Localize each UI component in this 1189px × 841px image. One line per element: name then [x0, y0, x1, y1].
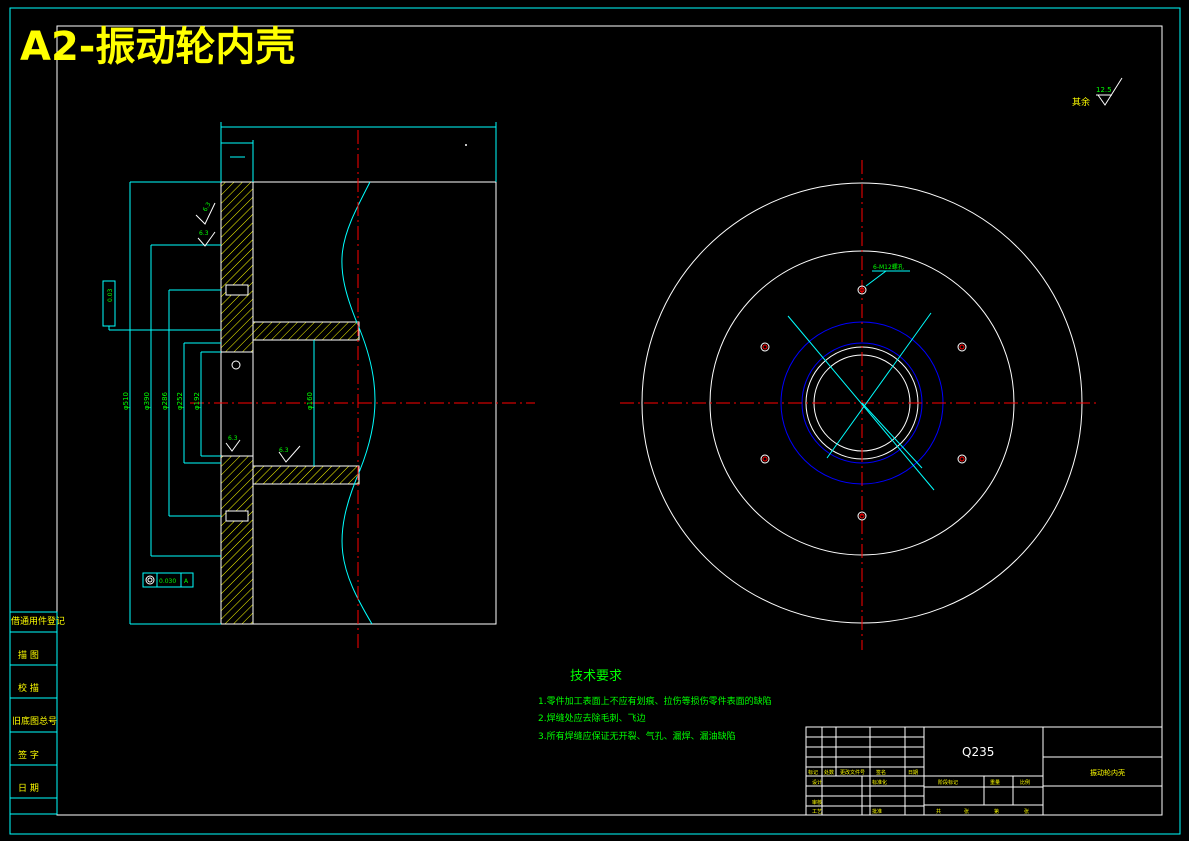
roughness-symbols: 6.3 6.3 6.3 6.3: [195, 201, 301, 463]
svg-text:张: 张: [964, 808, 969, 815]
tech-item-2: 2.焊缝处应去除毛刺、飞边: [538, 712, 646, 724]
svg-text:0.03: 0.03: [107, 288, 114, 302]
datum-circle: [231, 360, 241, 370]
svg-text:设计: 设计: [812, 779, 822, 786]
svg-text:φ286: φ286: [161, 391, 169, 410]
svg-text:φ192: φ192: [193, 392, 201, 410]
diameter-dims: φ510 φ390 φ286 φ252 φ192 φ160: [122, 181, 315, 625]
svg-text:日期: 日期: [908, 770, 918, 776]
svg-text:签名: 签名: [876, 769, 886, 776]
svg-text:A: A: [184, 578, 189, 585]
svg-text:工艺: 工艺: [812, 809, 822, 815]
left-margin-labels: 借通用件登记 描 图 校 描 旧底图总号 签 字 日 期: [10, 615, 65, 799]
tech-heading: 技术要求: [570, 669, 622, 684]
margin-label-4: 签 字: [18, 749, 39, 761]
svg-text:φ160: φ160: [306, 392, 314, 410]
left-margin-strip: [9, 611, 58, 815]
svg-text:更改文件号: 更改文件号: [840, 769, 865, 776]
tech-item-3: 3.所有焊缝应保证无开裂、气孔、漏焊、漏油缺陷: [538, 730, 736, 742]
svg-text:0.030: 0.030: [159, 578, 176, 585]
roughness-note: 其余 12.5: [1072, 77, 1123, 108]
rib-hatch-top: [252, 321, 360, 341]
tolerance-coax: 0.030 A: [142, 572, 194, 588]
svg-text:处数: 处数: [824, 769, 834, 776]
svg-text:第: 第: [994, 808, 999, 815]
svg-text:其余: 其余: [1072, 96, 1090, 108]
tolerance-flat: 0.03: [102, 280, 221, 331]
svg-text:阶段标记: 阶段标记: [938, 779, 958, 786]
margin-label-5: 日 期: [18, 783, 39, 794]
svg-text:6.3: 6.3: [199, 230, 209, 237]
hole-note: 6-M12螺孔: [873, 263, 904, 271]
material: Q235: [962, 745, 994, 759]
svg-text:6.3: 6.3: [228, 435, 238, 442]
svg-text:12.5: 12.5: [1096, 86, 1112, 94]
svg-text:标记: 标记: [808, 769, 818, 776]
margin-label-1: 描 图: [18, 649, 39, 661]
margin-label-0: 借通用件登记: [11, 615, 65, 627]
title-block: 标记 处数 更改文件号 签名 日期 设计 标准化 审核 工艺 批准 阶段标记 重…: [805, 726, 1163, 816]
svg-text:比例: 比例: [1020, 779, 1030, 786]
break-line: [341, 181, 376, 625]
tech-item-1: 1.零件加工表面上不应有划痕、拉伤等损伤零件表面的缺陷: [538, 695, 772, 707]
outer-border: [9, 7, 1181, 835]
drawing-title: A2-振动轮内壳: [20, 24, 295, 70]
svg-text:审核: 审核: [812, 799, 822, 806]
section-view: φ510 φ390 φ286 φ252 φ192 φ160 0.03: [102, 122, 535, 650]
svg-text:6.3: 6.3: [202, 201, 213, 213]
margin-label-3: 旧底图总号: [12, 715, 57, 727]
inner-border: [56, 25, 1163, 816]
rib-hatch-bottom: [252, 465, 360, 485]
svg-text:6.3: 6.3: [279, 447, 289, 454]
bolt-holes: [760, 285, 967, 521]
bolt-hole-top: [225, 284, 249, 296]
svg-text:φ510: φ510: [122, 392, 130, 410]
svg-text:张: 张: [1024, 808, 1029, 815]
svg-text:φ252: φ252: [176, 392, 184, 410]
tech-requirements: 技术要求 1.零件加工表面上不应有划痕、拉伤等损伤零件表面的缺陷 2.焊缝处应去…: [538, 669, 772, 742]
svg-text:共: 共: [936, 808, 941, 815]
part-name: 振动轮内壳: [1090, 768, 1125, 777]
bolt-hole-bottom: [225, 510, 249, 522]
svg-text:标准化: 标准化: [872, 779, 887, 786]
svg-text:重量: 重量: [990, 779, 1000, 786]
margin-label-2: 校 描: [18, 682, 39, 694]
front-view: 6-M12螺孔: [620, 160, 1100, 650]
svg-text:批准: 批准: [872, 808, 882, 815]
svg-text:φ390: φ390: [143, 392, 151, 410]
